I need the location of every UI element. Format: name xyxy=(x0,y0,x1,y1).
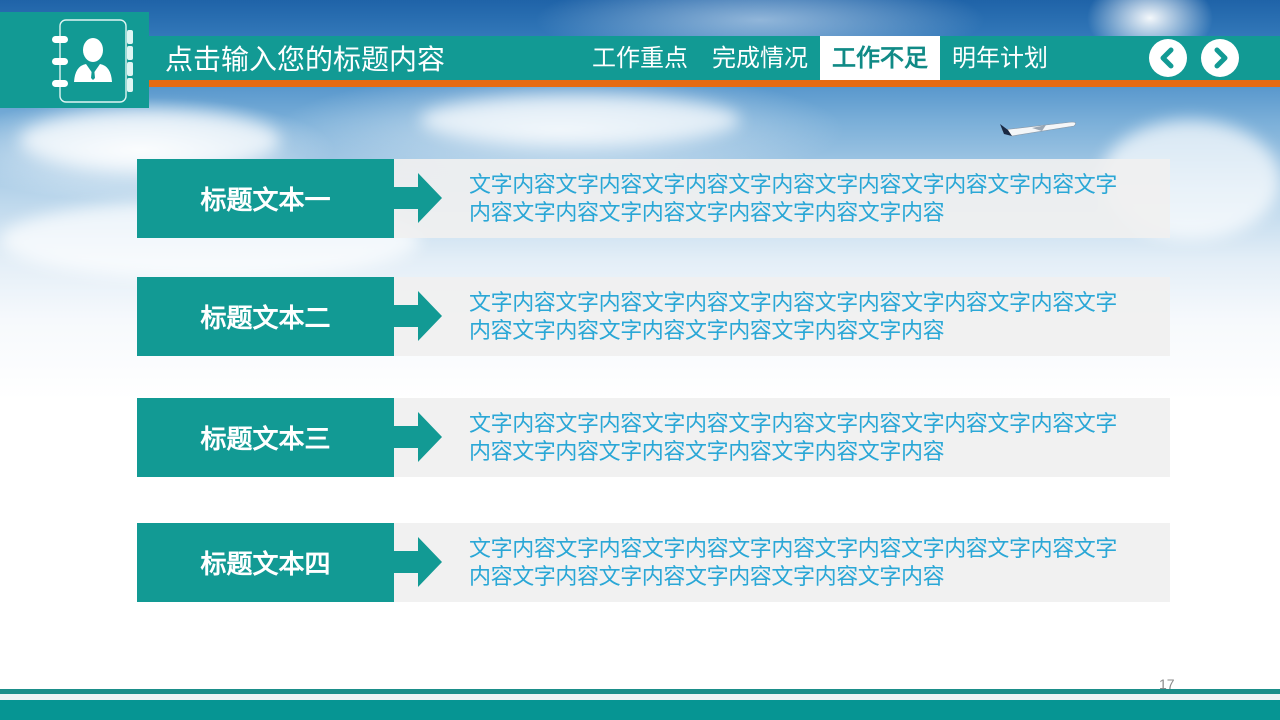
section-nav: 工作重点 完成情况 工作不足 明年计划 xyxy=(580,36,1060,80)
address-book-person-icon xyxy=(52,19,133,103)
page-title[interactable]: 点击输入您的标题内容 xyxy=(165,43,446,76)
tab-work-shortcomings[interactable]: 工作不足 xyxy=(820,36,940,80)
arrow-right-icon xyxy=(394,537,442,587)
row-background xyxy=(394,398,1170,477)
header-band xyxy=(0,36,1280,80)
content-row-1: 标题文本一 文字内容文字内容文字内容文字内容文字内容文字内容文字内容文字内容文字… xyxy=(137,159,1170,238)
prev-button[interactable] xyxy=(1149,39,1187,77)
row-title[interactable]: 标题文本三 xyxy=(137,398,394,477)
footer-band xyxy=(0,700,1280,720)
tab-completion-status[interactable]: 完成情况 xyxy=(712,44,808,72)
tab-work-focus[interactable]: 工作重点 xyxy=(592,44,688,72)
tab-next-year-plan[interactable]: 明年计划 xyxy=(952,44,1048,72)
footer-gap xyxy=(0,694,1280,700)
row-description[interactable]: 文字内容文字内容文字内容文字内容文字内容文字内容文字内容文字内容文字内容文字内容… xyxy=(469,412,1118,465)
cloud-decoration xyxy=(420,95,740,145)
arrow-right-icon xyxy=(394,173,442,223)
row-description[interactable]: 文字内容文字内容文字内容文字内容文字内容文字内容文字内容文字内容文字内容文字内容… xyxy=(469,173,1118,226)
row-background xyxy=(394,277,1170,356)
content-row-2: 标题文本二 文字内容文字内容文字内容文字内容文字内容文字内容文字内容文字内容文字… xyxy=(137,277,1170,356)
row-title[interactable]: 标题文本四 xyxy=(137,523,394,602)
row-background xyxy=(394,523,1170,602)
airplane-icon xyxy=(1000,121,1076,137)
chevron-right-circle-icon xyxy=(1214,47,1228,69)
arrow-right-icon xyxy=(394,412,442,462)
logo-box xyxy=(0,12,149,108)
row-description[interactable]: 文字内容文字内容文字内容文字内容文字内容文字内容文字内容文字内容文字内容文字内容… xyxy=(469,291,1118,344)
row-title[interactable]: 标题文本一 xyxy=(137,159,394,238)
row-title[interactable]: 标题文本二 xyxy=(137,277,394,356)
next-button[interactable] xyxy=(1201,39,1239,77)
page-number: 17 xyxy=(1159,676,1175,692)
content-row-4: 标题文本四 文字内容文字内容文字内容文字内容文字内容文字内容文字内容文字内容文字… xyxy=(137,523,1170,602)
chevron-left-circle-icon xyxy=(1160,47,1174,69)
header-accent-line xyxy=(148,80,1280,87)
arrow-right-icon xyxy=(394,291,442,341)
row-background xyxy=(394,159,1170,238)
footer-line xyxy=(0,689,1280,694)
content-row-3: 标题文本三 文字内容文字内容文字内容文字内容文字内容文字内容文字内容文字内容文字… xyxy=(137,398,1170,477)
row-description[interactable]: 文字内容文字内容文字内容文字内容文字内容文字内容文字内容文字内容文字内容文字内容… xyxy=(469,537,1118,590)
